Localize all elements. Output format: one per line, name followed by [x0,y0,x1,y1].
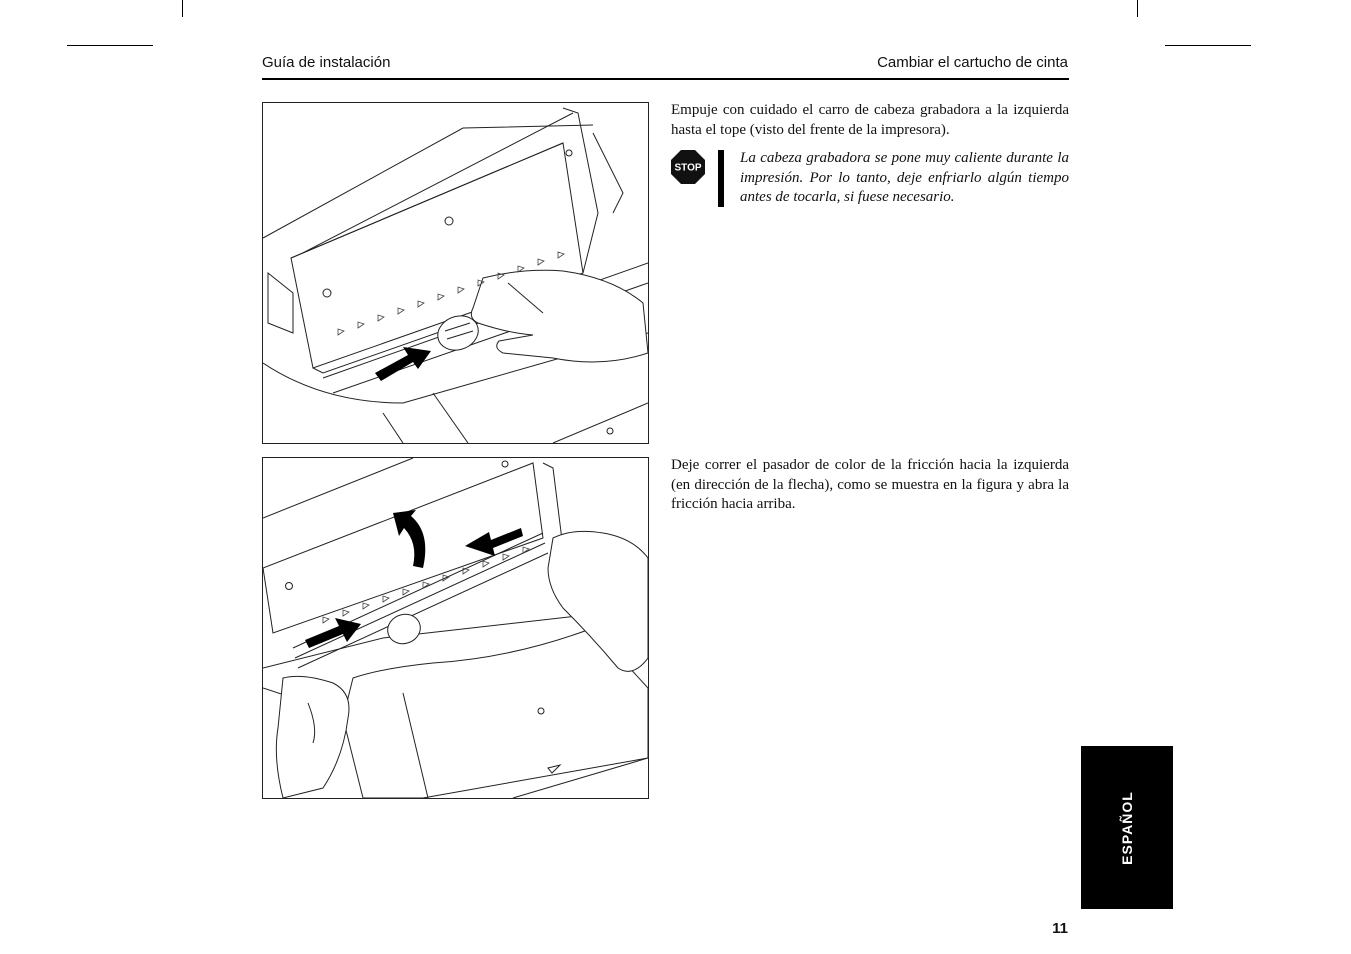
crop-mark [1165,45,1251,46]
header-document-title: Guía de instalación [262,54,391,71]
language-tab: ESPAÑOL [1081,746,1173,909]
printer-carriage-push-left-illustration [263,107,648,443]
page-number: 11 [1052,920,1068,937]
stop-sign-label: STOP [674,163,701,174]
step-text-open-friction: Deje correr el pasador de color de la fr… [671,457,1069,512]
warning-bar [718,150,724,207]
header-divider [262,78,1069,80]
step-text-push-carriage: Empuje con cuidado el carro de cabeza gr… [671,102,1069,138]
printer-friction-lever-open-illustration [263,458,648,798]
warning-text: La cabeza grabadora se pone muy caliente… [740,150,1069,205]
figure-push-carriage [262,102,649,444]
language-tab-label: ESPAÑOL [1119,790,1135,865]
header-section-title: Cambiar el cartucho de cinta [877,54,1068,71]
crop-mark [67,45,153,46]
crop-mark [182,0,183,17]
figure-open-friction [262,457,649,799]
stop-sign-icon: STOP [671,150,705,184]
crop-mark [1137,0,1138,17]
